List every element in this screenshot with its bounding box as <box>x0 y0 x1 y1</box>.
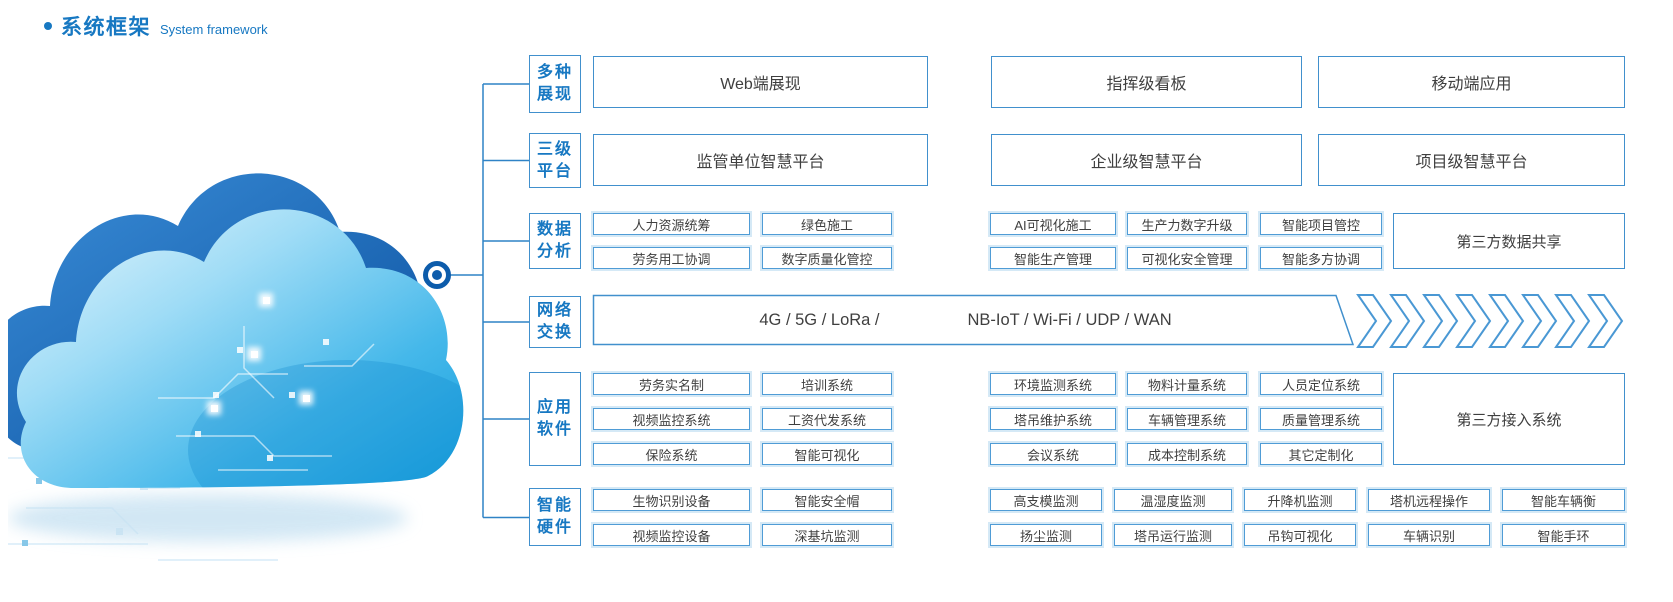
cloud-illustration <box>8 173 464 561</box>
diagram-box: 工资代发系统 <box>762 408 892 430</box>
row-label-software: 应用 软件 <box>529 372 581 466</box>
row-label-line: 多种 <box>536 64 573 82</box>
diagram-box: 智能项目管控 <box>1260 213 1382 235</box>
diagram-box: 物料计量系统 <box>1127 373 1247 395</box>
row-label-hardware: 智能 硬件 <box>529 488 581 546</box>
flow-band-arrow <box>592 294 1355 346</box>
diagram-box: 深基坑监测 <box>762 524 892 546</box>
diagram-box: 保险系统 <box>593 443 750 465</box>
network-band-text: 4G / 5G / LoRa / <box>759 310 880 329</box>
row-label-line: 软件 <box>536 421 573 438</box>
branch-lines <box>450 83 529 519</box>
diagram-box: Web端展现 <box>593 56 928 108</box>
diagram-box: 数字质量化管控 <box>762 247 892 269</box>
diagram-box: 人员定位系统 <box>1260 373 1382 395</box>
diagram-box: 企业级智慧平台 <box>991 134 1302 186</box>
diagram-box: 吊钩可视化 <box>1244 524 1356 546</box>
diagram-box: 质量管理系统 <box>1260 408 1382 430</box>
diagram-box: 智能手环 <box>1502 524 1625 546</box>
row-label-platforms: 三级 平台 <box>529 133 581 188</box>
diagram-box: 视频监控系统 <box>593 408 750 430</box>
diagram-box: 可视化安全管理 <box>1127 247 1247 269</box>
diagram-box: 高支模监测 <box>990 489 1102 511</box>
diagram-box: 会议系统 <box>990 443 1116 465</box>
diagram-box: 移动端应用 <box>1318 56 1625 108</box>
row-label-data-analysis: 数据 分析 <box>529 213 581 269</box>
diagram-box: 绿色施工 <box>762 213 892 235</box>
diagram-box: 指挥级看板 <box>991 56 1302 108</box>
row-label-line: 网络 <box>536 302 573 320</box>
row-label-line: 展现 <box>536 86 573 103</box>
row-label-network: 网络 交换 <box>529 296 581 348</box>
diagram-box: 扬尘监测 <box>990 524 1102 546</box>
page-title-cn: 系统框架 <box>61 16 151 39</box>
row-label-line: 平台 <box>536 162 573 180</box>
diagram-box: 塔机远程操作 <box>1368 489 1490 511</box>
diagram-box: 智能生产管理 <box>990 247 1116 269</box>
diagram-box: 塔吊维护系统 <box>990 408 1116 430</box>
row-label-line: 三级 <box>536 140 573 158</box>
diagram-box: 塔吊运行监测 <box>1114 524 1232 546</box>
bullseye-node-icon <box>423 261 451 289</box>
diagram-box: 第三方数据共享 <box>1393 213 1625 269</box>
row-label-line: 应用 <box>536 399 573 417</box>
diagram-box: 温湿度监测 <box>1114 489 1232 511</box>
diagram-box: 人力资源统筹 <box>593 213 750 235</box>
bullet-icon <box>44 22 52 30</box>
diagram-box: 智能多方协调 <box>1260 247 1382 269</box>
row-label-line: 交换 <box>536 324 573 341</box>
diagram-box: 智能安全帽 <box>762 489 892 511</box>
diagram-box: 升降机监测 <box>1244 489 1356 511</box>
diagram-box: 培训系统 <box>762 373 892 395</box>
diagram-box: 劳务用工协调 <box>593 247 750 269</box>
row-label-line: 智能 <box>536 497 573 515</box>
diagram-box: 车辆识别 <box>1368 524 1490 546</box>
diagram-box: 视频监控设备 <box>593 524 750 546</box>
network-band: 4G / 5G / LoRa / NB-IoT / Wi-Fi / UDP / … <box>593 295 1338 345</box>
row-label-line: 硬件 <box>536 519 573 536</box>
diagram-box: 环境监测系统 <box>990 373 1116 395</box>
diagram-box: AI可视化施工 <box>990 213 1116 235</box>
diagram-box: 生物识别设备 <box>593 489 750 511</box>
page-title: 系统框架 System framework <box>44 11 268 41</box>
network-band-text: NB-IoT / Wi-Fi / UDP / WAN <box>967 310 1172 329</box>
diagram-box: 监管单位智慧平台 <box>593 134 928 186</box>
diagram-box: 智能可视化 <box>762 443 892 465</box>
row-label-line: 数据 <box>536 221 573 239</box>
diagram-box: 第三方接入系统 <box>1393 373 1625 465</box>
row-label-display: 多种 展现 <box>529 55 581 113</box>
diagram-box: 其它定制化 <box>1260 443 1382 465</box>
diagram-box: 生产力数字升级 <box>1127 213 1247 235</box>
diagram-box: 劳务实名制 <box>593 373 750 395</box>
diagram-box: 成本控制系统 <box>1127 443 1247 465</box>
diagram-box: 智能车辆衡 <box>1502 489 1625 511</box>
diagram-box: 项目级智慧平台 <box>1318 134 1625 186</box>
chevron-right-icon <box>1356 294 1624 348</box>
page-title-en: System framework <box>160 21 268 37</box>
diagram-box: 车辆管理系统 <box>1127 408 1247 430</box>
row-label-line: 分析 <box>536 243 573 260</box>
